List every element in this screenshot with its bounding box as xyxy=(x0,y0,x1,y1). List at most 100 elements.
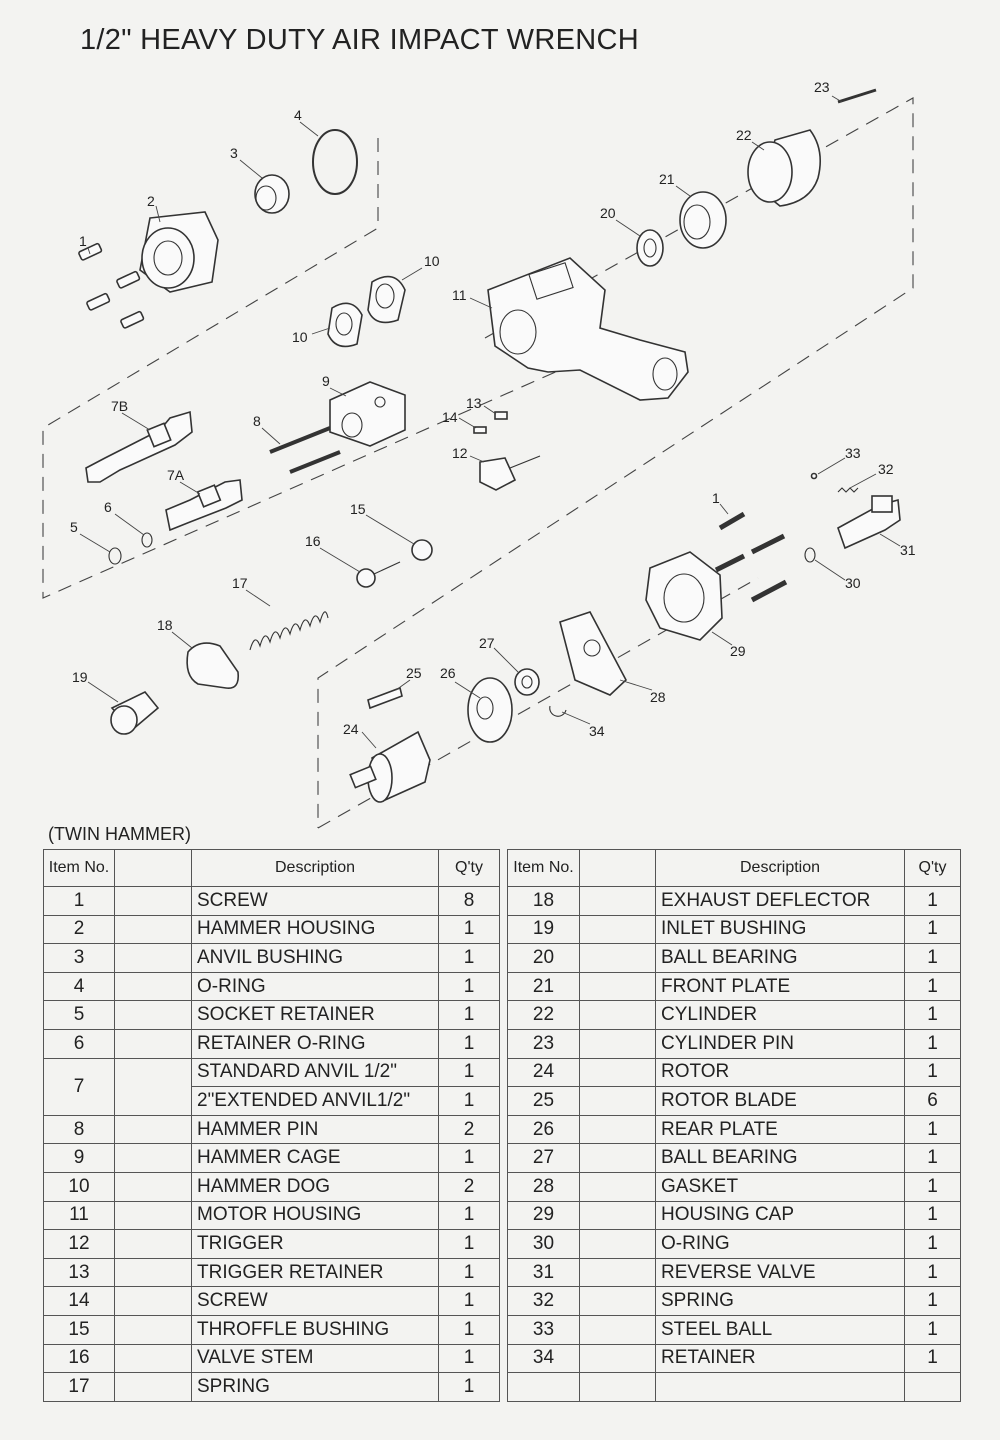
item-no: 17 xyxy=(43,1372,115,1402)
callout-label: 31 xyxy=(900,542,916,558)
callout-label: 16 xyxy=(305,533,321,549)
callout-label: 24 xyxy=(343,721,359,737)
qty: 1 xyxy=(904,1143,961,1173)
description: HAMMER HOUSING xyxy=(191,914,439,945)
retainer-o-ring-part-icon xyxy=(141,532,153,548)
description: SCREW xyxy=(191,886,439,916)
item-no: 14 xyxy=(43,1286,115,1316)
description: GASKET xyxy=(655,1171,905,1202)
item-no-header: Item No. xyxy=(507,849,580,887)
description: REAR PLATE xyxy=(655,1114,905,1145)
exhaust-deflector-part-icon xyxy=(186,642,240,689)
qty: 1 xyxy=(904,1286,961,1316)
item-no: 11 xyxy=(43,1200,115,1231)
qty: 1 xyxy=(904,1028,961,1059)
callout-label: 10 xyxy=(292,329,308,345)
hammer-pin-part-icon xyxy=(269,426,341,474)
item-no: 32 xyxy=(507,1286,580,1316)
item-no-header: Item No. xyxy=(43,849,115,887)
item-no: 33 xyxy=(507,1314,580,1345)
callout-label: 27 xyxy=(479,635,495,651)
cylinder-part-icon xyxy=(747,129,821,207)
description: EXHAUST DEFLECTOR xyxy=(655,886,905,916)
subtitle: (TWIN HAMMER) xyxy=(48,824,191,844)
item-no: 6 xyxy=(43,1028,115,1059)
qty: 1 xyxy=(438,1000,500,1030)
callout-label: 17 xyxy=(232,575,248,591)
item-no: 25 xyxy=(507,1086,580,1116)
callout-label: 10 xyxy=(424,253,440,269)
qty: 1 xyxy=(438,1372,500,1402)
motor-housing-part-icon xyxy=(487,257,689,401)
description: HAMMER CAGE xyxy=(191,1143,439,1173)
description: BALL BEARING xyxy=(655,943,905,973)
callout-label: 8 xyxy=(253,413,261,429)
callout-label: 14 xyxy=(442,409,458,425)
item-no: 23 xyxy=(507,1028,580,1059)
table-row: 7 STANDARD ANVIL 1/2"1 xyxy=(43,1057,500,1116)
callout-label: 23 xyxy=(814,79,830,95)
qty: 1 xyxy=(904,1000,961,1030)
description: STANDARD ANVIL 1/2" xyxy=(191,1057,439,1088)
cylinder-pin-part-icon xyxy=(837,88,877,104)
description: CYLINDER PIN xyxy=(655,1028,905,1059)
item-no: 12 xyxy=(43,1229,115,1259)
item-no: 3 xyxy=(43,943,115,973)
item-no: 26 xyxy=(507,1114,580,1145)
qty: 1 xyxy=(904,1257,961,1288)
anvil-7a-part-icon xyxy=(165,479,243,532)
item-no: 10 xyxy=(43,1171,115,1202)
callout-label: 12 xyxy=(452,445,468,461)
item-no: 13 xyxy=(43,1257,115,1288)
page-title: 1/2" HEAVY DUTY AIR IMPACT WRENCH xyxy=(80,24,639,56)
description: CYLINDER xyxy=(655,1000,905,1030)
item-no: 8 xyxy=(43,1114,115,1145)
item-no: 7 xyxy=(43,1057,115,1116)
description: RETAINER O-RING xyxy=(191,1028,439,1059)
qty: 8 xyxy=(438,886,500,916)
item-no: 18 xyxy=(507,886,580,916)
trigger-retainer-part-icon xyxy=(494,411,508,420)
callout-label: 9 xyxy=(322,373,330,389)
description: SCREW xyxy=(191,1286,439,1316)
callout-label: 32 xyxy=(878,461,894,477)
qty: 1 xyxy=(438,1057,500,1088)
description: ANVIL BUSHING xyxy=(191,943,439,973)
callout-label: 25 xyxy=(406,665,422,681)
item-no: 2 xyxy=(43,914,115,945)
callout-label: 34 xyxy=(589,723,605,739)
trigger-part-icon xyxy=(479,455,541,491)
qty: 1 xyxy=(904,971,961,1002)
item-no: 1 xyxy=(43,886,115,916)
item-no: 4 xyxy=(43,971,115,1002)
callout-label: 13 xyxy=(466,395,482,411)
qty: 1 xyxy=(904,1343,961,1374)
table-header-row: Item No. Description Q'ty xyxy=(43,849,500,887)
qty: 6 xyxy=(904,1086,961,1116)
qty: 1 xyxy=(904,1114,961,1145)
qty: 1 xyxy=(904,1171,961,1202)
callout-label: 3 xyxy=(230,145,238,161)
qty: 1 xyxy=(438,1200,500,1231)
qty: 1 xyxy=(438,971,500,1002)
inlet-bushing-part-icon xyxy=(110,691,160,735)
description: TRIGGER RETAINER xyxy=(191,1257,439,1288)
item-no: 16 xyxy=(43,1343,115,1374)
